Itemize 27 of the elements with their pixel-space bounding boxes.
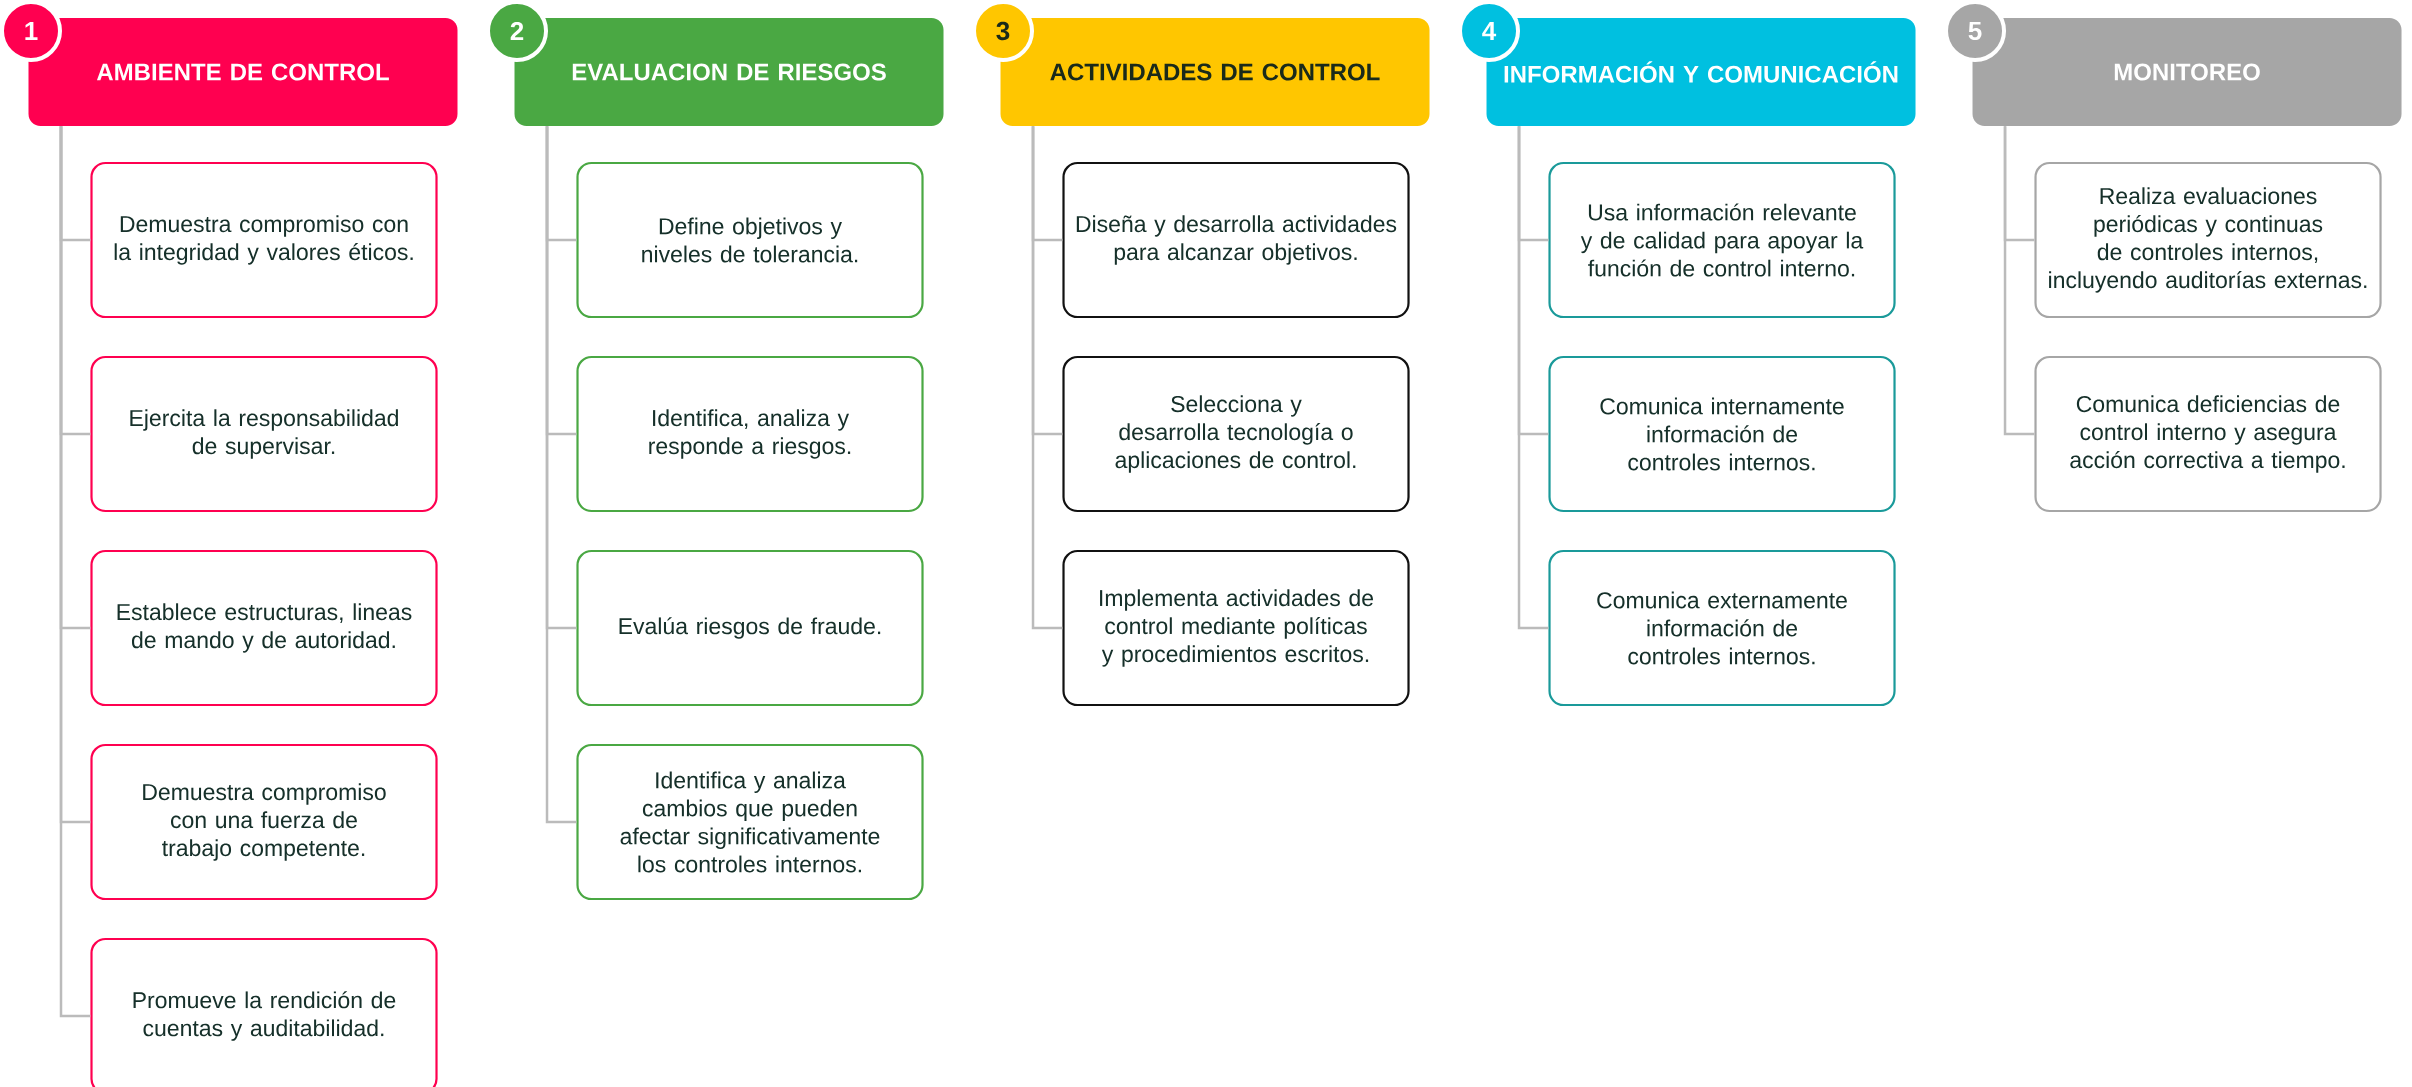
text-box: Realiza evaluaciones periódicas y continuas de controles internos, incluyendo auditorías externas. bbox=[2034, 161, 2382, 319]
text-box: Selecciona y desarrolla tecnología o aplicaciones de control. bbox=[1062, 355, 1410, 513]
text-box: Evalúa riesgos de fraude. bbox=[576, 549, 924, 707]
number-badge: 5 bbox=[1944, 0, 2006, 62]
text-box: Define objetivos y niveles de tolerancia. bbox=[576, 161, 924, 319]
text-box: Identifica y analiza cambios que pueden afectar significativamente los controles internos. bbox=[576, 743, 924, 901]
text-box: Identifica, analiza y responde a riesgos. bbox=[576, 355, 924, 513]
text-box: Comunica deficiencias de control interno y asegura acción correctiva a tiempo. bbox=[2034, 355, 2382, 513]
text-box: Diseña y desarrolla actividades para alcanzar objetivos. bbox=[1062, 161, 1410, 319]
text-box: Ejercita la responsabilidad de supervisar. bbox=[90, 355, 438, 513]
text-box: Demuestra compromiso con una fuerza de trabajo competente. bbox=[90, 743, 438, 901]
text-box: Implementa actividades de control mediante políticas y procedimientos escritos. bbox=[1062, 549, 1410, 707]
connector-line bbox=[1031, 126, 1063, 630]
text-box: Comunica externamente información de controles internos. bbox=[1548, 549, 1896, 707]
text-box: Promueve la rendición de cuentas y auditabilidad. bbox=[90, 937, 438, 1087]
text-box: Comunica internamente información de controles internos. bbox=[1548, 355, 1896, 513]
connector-line bbox=[545, 126, 577, 824]
connector-line bbox=[1517, 126, 1549, 630]
text-box: Establece estructuras, lineas de mando y de autoridad. bbox=[90, 549, 438, 707]
text-box: Usa información relevante y de calidad para apoyar la función de control interno. bbox=[1548, 161, 1896, 319]
number-badge: 4 bbox=[1458, 0, 1520, 62]
number-badge: 2 bbox=[486, 0, 548, 62]
connector-line bbox=[2003, 126, 2035, 436]
number-badge: 3 bbox=[972, 0, 1034, 62]
text-box: Demuestra compromiso con la integridad y valores éticos. bbox=[90, 161, 438, 319]
number-badge: 1 bbox=[0, 0, 62, 62]
connector-line bbox=[59, 126, 91, 1018]
